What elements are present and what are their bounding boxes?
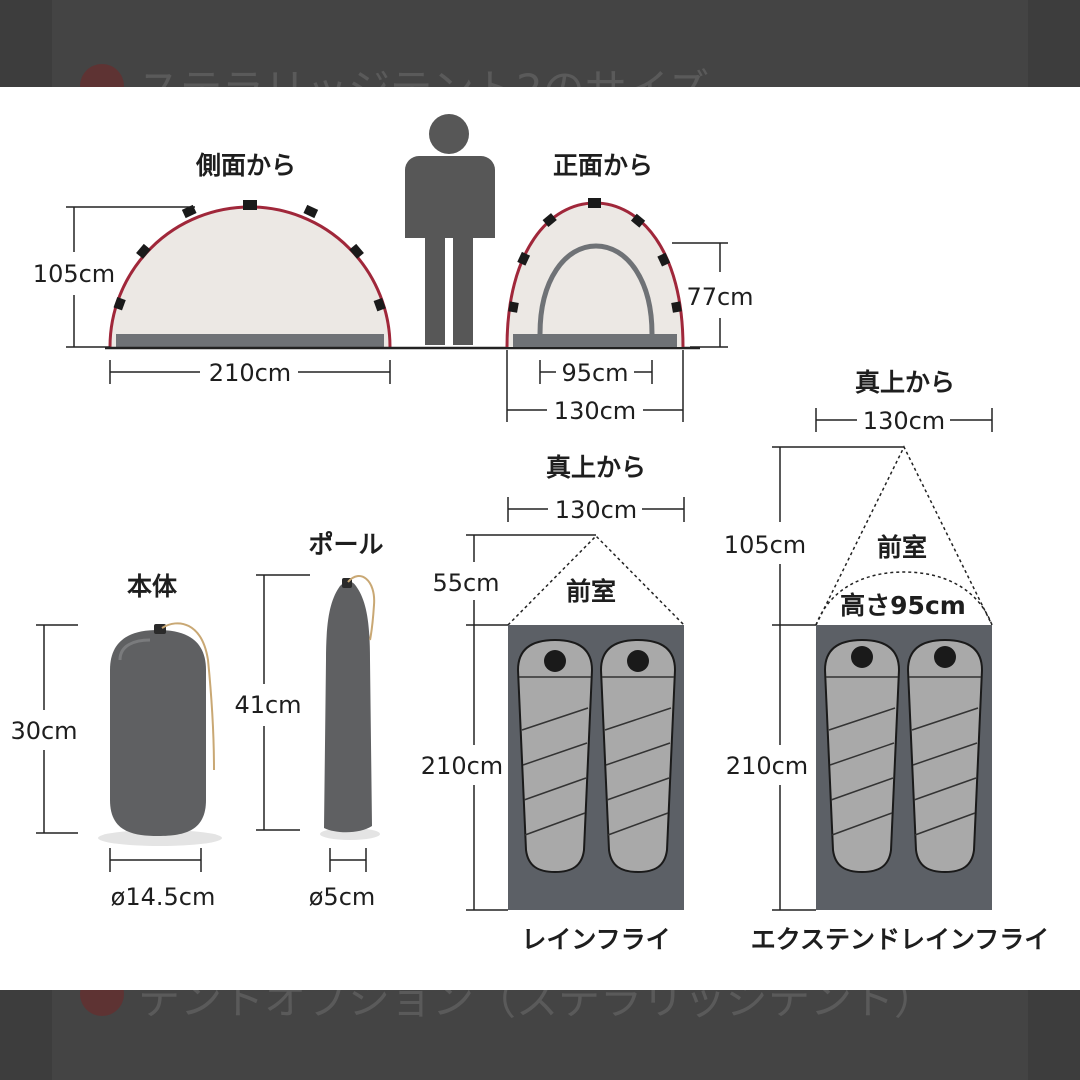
pole-diameter-label: ø5cm xyxy=(309,883,376,911)
pole-clip-icon xyxy=(349,243,364,259)
top1-vestibule-label: 前室 xyxy=(566,577,616,606)
pole-clip-icon xyxy=(517,251,531,266)
top1-sleeping-bag-right xyxy=(599,638,677,874)
front-door-arch xyxy=(537,243,655,335)
pole-clip-icon xyxy=(181,204,197,219)
side-height-label: 105cm xyxy=(33,260,115,288)
pole-clip-icon xyxy=(136,243,151,259)
front-tent-body xyxy=(507,203,683,347)
top-view-title: 真上から xyxy=(546,453,646,482)
pole-clip-icon xyxy=(243,200,257,210)
person-scale-icon xyxy=(405,114,495,345)
side-tent-floor xyxy=(116,334,384,347)
body-shadow xyxy=(98,830,222,846)
front-view-title: 正面から xyxy=(553,151,653,180)
front-width-label: 130cm xyxy=(554,397,636,425)
top1-width-label: 130cm xyxy=(555,496,637,524)
top2-vestibule-height-arc xyxy=(815,571,993,626)
pole-clip-icon xyxy=(542,213,557,228)
side-view: 105cm 210cm 側面から xyxy=(33,151,700,387)
pole-drawcord xyxy=(347,575,376,641)
top1-sleeping-bag-left xyxy=(516,638,594,874)
front-tent-floor xyxy=(513,334,677,347)
top1-length-label: 210cm xyxy=(421,752,503,780)
size-diagram-panel: 105cm 210cm 側面から xyxy=(0,87,1080,990)
pole-clip-icon xyxy=(630,213,646,228)
front-view: 77cm 95cm 130cm 正面から xyxy=(505,151,754,425)
body-height-label: 30cm xyxy=(10,717,77,745)
sleeper-head-icon xyxy=(544,650,566,672)
top2-length-label: 210cm xyxy=(726,752,808,780)
sleeper-head-icon xyxy=(934,646,956,668)
sleeper-head-icon xyxy=(851,646,873,668)
tent-size-diagram: 105cm 210cm 側面から xyxy=(10,114,1049,954)
pole-clip-icon xyxy=(588,198,601,208)
top-view-extended-rainfly: 真上から 130cm 前室 高さ95cm xyxy=(724,368,1049,954)
body-drawcord xyxy=(161,622,215,771)
body-sack-highlight xyxy=(118,638,151,661)
pole-clip-icon xyxy=(113,296,126,311)
side-tent-body xyxy=(110,207,390,347)
pole-clip-icon xyxy=(373,297,386,312)
front-inner-width-label: 95cm xyxy=(561,359,628,387)
top2-vestibule-depth-label: 105cm xyxy=(724,531,806,559)
pole-height-label: 41cm xyxy=(234,691,301,719)
rainfly-caption: レインフライ xyxy=(521,925,670,954)
side-width-label: 210cm xyxy=(209,359,291,387)
body-sack-shape xyxy=(110,630,206,836)
top-view-rainfly: 真上から 130cm 前室 xyxy=(421,453,685,954)
body-diameter-label: ø14.5cm xyxy=(111,883,216,911)
top2-sleeping-bag-left xyxy=(823,638,901,874)
pole-clip-icon xyxy=(657,252,671,267)
top2-vestibule-height-label: 高さ95cm xyxy=(840,591,966,620)
top2-width-label: 130cm xyxy=(863,407,945,435)
top-view-title: 真上から xyxy=(855,368,955,397)
sleeper-head-icon xyxy=(627,650,649,672)
top1-vestibule-depth-label: 55cm xyxy=(432,569,499,597)
body-stuff-sack: 本体 30cm ø14.5cm xyxy=(10,572,222,911)
pole-clip-icon xyxy=(508,301,519,313)
front-height-label: 77cm xyxy=(686,283,753,311)
top2-vestibule-label: 前室 xyxy=(877,533,927,562)
pole-title: ポール xyxy=(308,530,383,559)
drawcord-stopper-icon xyxy=(154,624,166,634)
pole-clip-icon xyxy=(671,301,682,313)
pole-clip-icon xyxy=(303,204,319,219)
pole-bag-shape xyxy=(324,581,372,833)
top2-sleeping-bag-right xyxy=(906,638,984,874)
extended-rainfly-caption: エクステンドレインフライ xyxy=(751,925,1050,954)
pole-bag: ポール 41cm ø5cm xyxy=(234,530,383,911)
side-view-title: 側面から xyxy=(195,151,296,180)
body-title: 本体 xyxy=(127,572,178,601)
